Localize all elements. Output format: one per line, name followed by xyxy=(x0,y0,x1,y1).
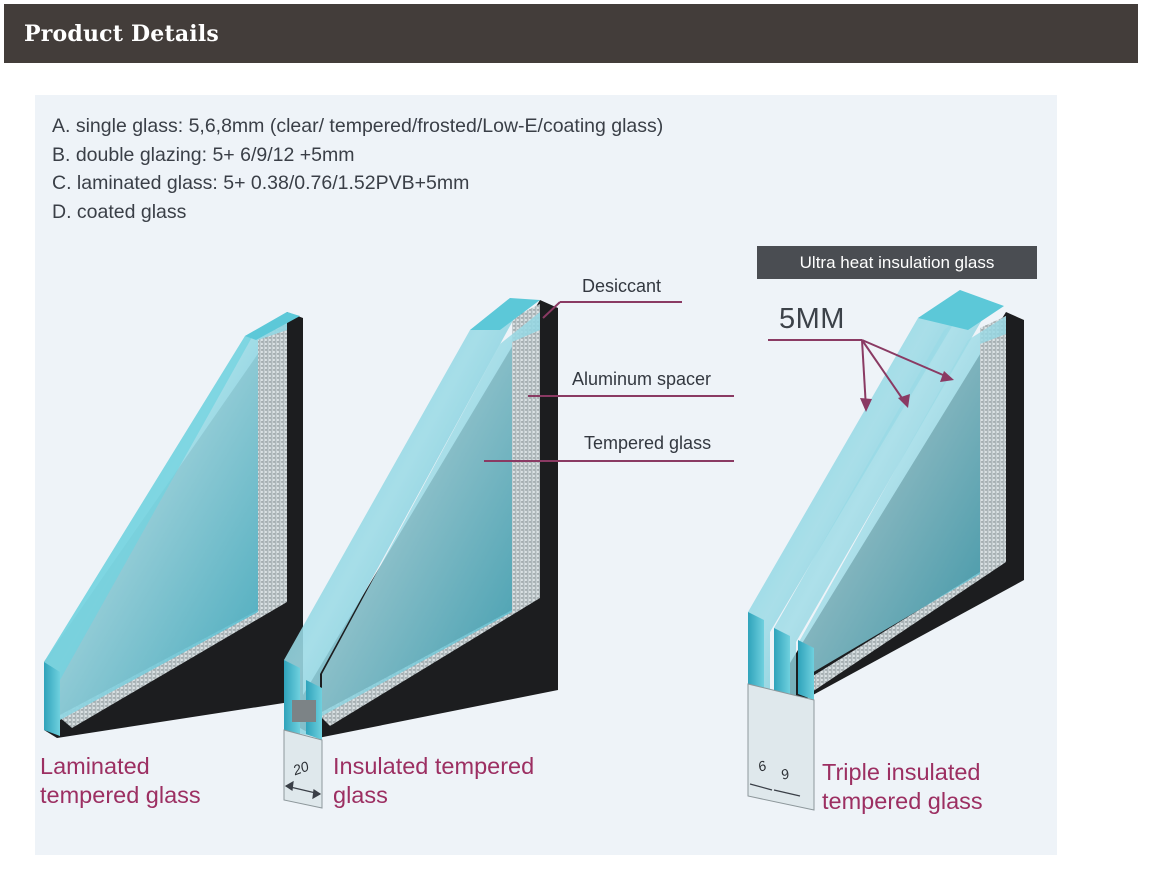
spec-item: C. laminated glass: 5+ 0.38/0.76/1.52PVB… xyxy=(52,172,470,194)
caption-insulated: Insulated tempered glass xyxy=(333,752,534,810)
page-title: Product Details xyxy=(24,20,219,47)
spec-item: D. coated glass xyxy=(52,200,187,223)
caption-line: Laminated xyxy=(40,753,150,779)
thickness-label: 5MM xyxy=(779,303,845,335)
spec-list: A. single glass: 5,6,8mm (clear/ tempere… xyxy=(52,112,663,226)
insulated-glass-illustration xyxy=(283,298,558,809)
ultra-insulation-badge: Ultra heat insulation glass xyxy=(757,246,1037,279)
arrowheads xyxy=(860,371,954,412)
caption-line: glass xyxy=(333,782,388,808)
callout-lines xyxy=(484,301,951,462)
caption-laminated: Laminated tempered glass xyxy=(40,752,201,810)
spec-item: B. double glazing: 5+ 6/9/12 +5mm xyxy=(52,143,355,166)
callout-aluminum-spacer: Aluminum spacer xyxy=(572,369,712,389)
caption-triple: Triple insulated tempered glass xyxy=(822,758,983,816)
caption-line: Insulated tempered xyxy=(333,753,535,779)
caption-line: tempered glass xyxy=(40,782,201,808)
callout-tempered-glass: Tempered glass xyxy=(584,433,712,453)
triple-glass-illustration xyxy=(747,290,1024,811)
spec-item: A. single glass: 5,6,8mm (clear/ tempere… xyxy=(52,115,664,137)
header-bar: Product Details xyxy=(4,4,1138,63)
caption-line: Triple insulated xyxy=(822,759,981,785)
laminated-glass-illustration xyxy=(44,312,303,738)
caption-line: tempered glass xyxy=(822,788,983,814)
dimension-marks xyxy=(284,780,801,800)
callout-desiccant: Desiccant xyxy=(582,276,662,296)
